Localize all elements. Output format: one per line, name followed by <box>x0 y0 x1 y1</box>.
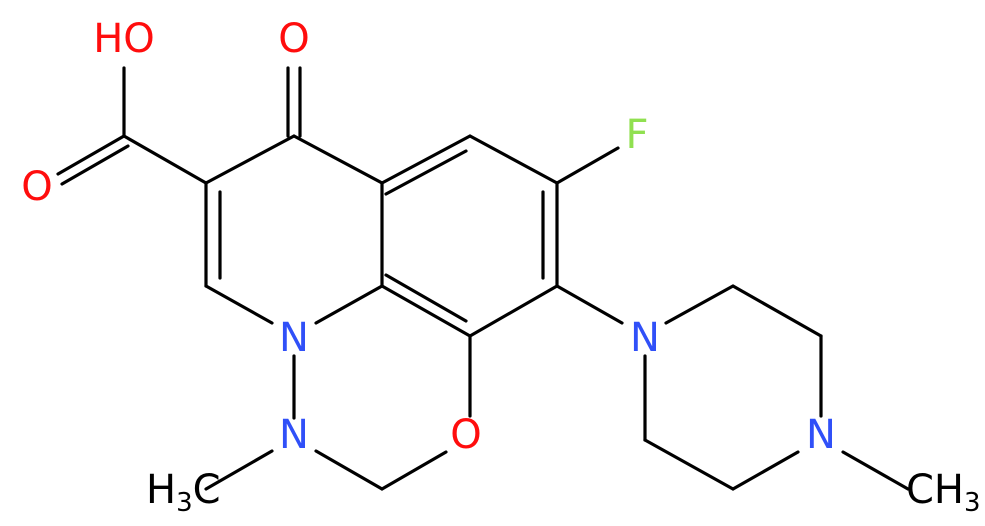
bond-c4a-c5 <box>380 134 472 185</box>
bond-cd-nfar <box>731 450 800 491</box>
n-methyl-label: H3C <box>146 467 221 518</box>
bond-ca-cb <box>731 284 823 338</box>
fluorine-label: F <box>625 112 648 158</box>
bond-c5-c6 <box>468 134 559 185</box>
bond-c7-c8 <box>468 284 559 338</box>
carbonyl-oxygen-label: O <box>278 16 309 62</box>
methylamine-nitrogen-label: N <box>279 412 309 458</box>
bond-cc-cd <box>643 438 735 491</box>
bond-c-o-double-a <box>56 134 126 176</box>
bond-npip-ca <box>664 284 735 325</box>
bond-c6-f <box>555 146 620 185</box>
bond-nfar-methyl <box>841 450 910 491</box>
piperazine-methyl-label: CH3 <box>906 467 981 518</box>
ch3-carbon: CH <box>906 467 964 513</box>
atom-labels: HO O O F N N N O N H3C CH3 <box>21 16 980 518</box>
ring-oxygen-label: O <box>450 412 481 458</box>
bond-c2-n1 <box>204 284 274 325</box>
bond-c8-c8a-inner <box>384 273 468 323</box>
acid-oxygen-label: O <box>21 164 52 210</box>
bond-c8-c8a <box>380 284 472 338</box>
bonds <box>56 66 910 491</box>
bond-c4-c4a <box>292 134 384 185</box>
ring-nitrogen-label: N <box>279 315 309 361</box>
ch3-subscript: 3 <box>964 488 981 518</box>
bond-c4a-c5-inner <box>384 149 468 196</box>
h3c-subscript: 3 <box>176 488 193 518</box>
bond-n2-ch2 <box>314 449 384 491</box>
bond-n2-methyl <box>204 449 274 491</box>
piperazine-nitrogen-label: N <box>630 315 660 361</box>
bond-c-o-double-b <box>60 144 130 186</box>
hydroxyl-label: HO <box>93 16 155 62</box>
h3c-carbon: C <box>193 467 221 513</box>
bond-c3-c4 <box>204 134 296 185</box>
piperazine-far-nitrogen-label: N <box>806 412 836 458</box>
h3c-hydrogen: H <box>146 467 176 513</box>
bond-c7-npip <box>555 284 624 325</box>
bond-ch2-o <box>380 450 448 491</box>
bond-cooh-ring <box>122 134 208 185</box>
bond-n1-c8a <box>314 284 384 325</box>
